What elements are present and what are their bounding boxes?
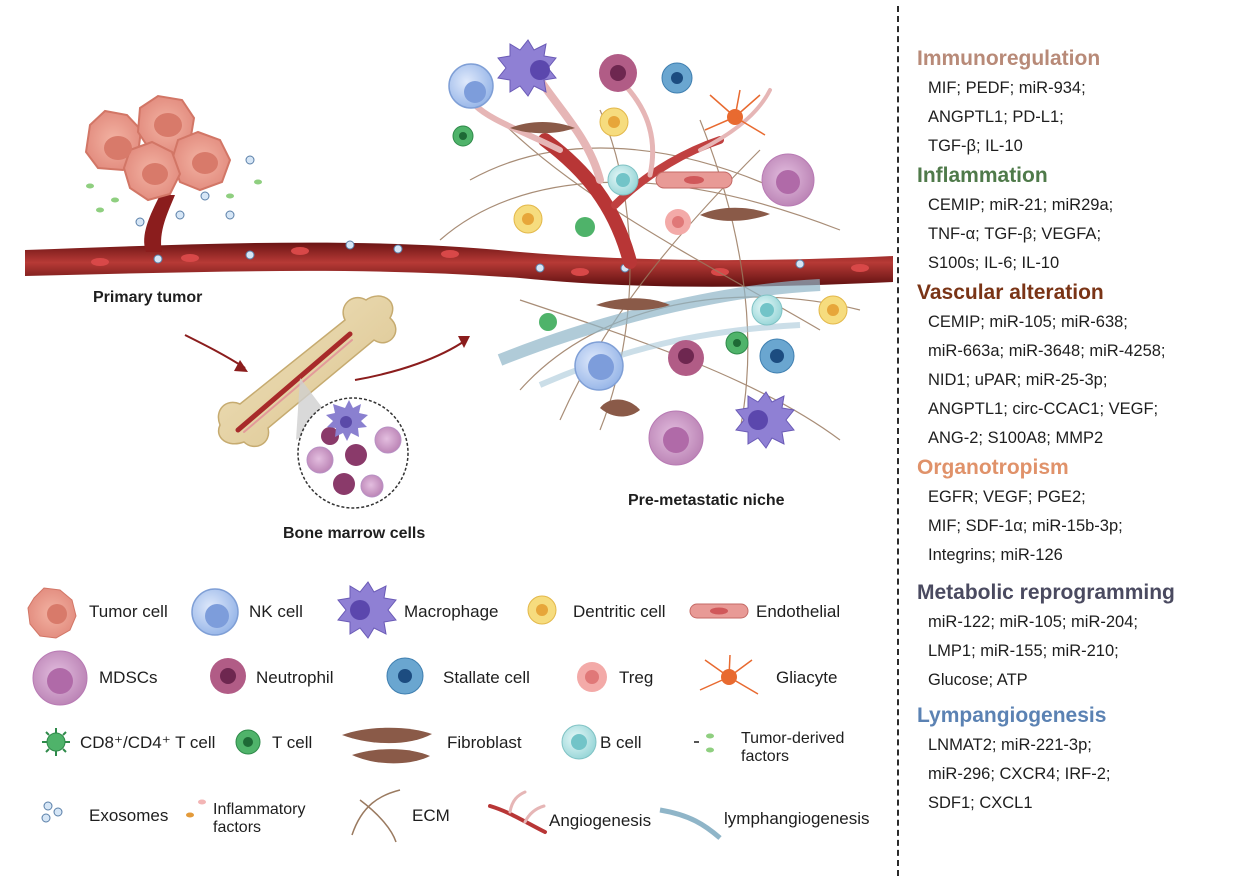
section-inflammation: Inflammation CEMIP; miR-21; miR29a; TNF-…	[917, 161, 1257, 278]
legend-icons	[27, 581, 759, 843]
legend-label-fibroblast: Fibroblast	[447, 733, 522, 752]
treg-icon	[577, 662, 607, 692]
section-line: MIF; PEDF; miR-934;	[928, 79, 1086, 97]
section-line: EGFR; VEGF; PGE2;	[928, 488, 1086, 506]
bone	[217, 295, 409, 509]
cd8-cd4-t-cell-icon	[42, 728, 70, 756]
section-title: Inflammation	[917, 164, 1048, 187]
b-cell-icon	[561, 724, 597, 760]
fibroblast-icon	[342, 727, 432, 764]
section-line: miR-663a; miR-3648; miR-4258;	[928, 342, 1166, 360]
pre-metastatic-niche-label: Pre-metastatic niche	[628, 492, 785, 509]
section-line: CEMIP; miR-105; miR-638;	[928, 313, 1128, 331]
dendritic-cell-icon	[527, 595, 557, 625]
angiogenesis-icon	[488, 790, 547, 834]
section-line: SDF1; CXCL1	[928, 794, 1033, 812]
legend-label-neutrophil: Neutrophil	[256, 668, 334, 687]
legend-label-b-cell: B cell	[600, 733, 642, 752]
section-line: NID1; uPAR; miR-25-3p;	[928, 371, 1108, 389]
legend-label-lymphangiogenesis: lymphangiogenesis	[724, 809, 870, 828]
section-lympangiogenesis: Lympangiogenesis LNMAT2; miR-221-3p; miR…	[917, 701, 1257, 818]
section-title: Lympangiogenesis	[917, 704, 1107, 727]
section-title: Vascular alteration	[917, 281, 1104, 304]
section-title: Immunoregulation	[917, 47, 1101, 70]
lymphangiogenesis-icon	[659, 807, 722, 840]
legend-label-angiogenesis: Angiogenesis	[549, 811, 652, 830]
section-title: Organotropism	[917, 456, 1069, 479]
legend-label-endothelial: Endothelial	[756, 602, 841, 621]
tumor-derived-factors-icon	[694, 733, 714, 753]
section-vascular-alteration: Vascular alteration CEMIP; miR-105; miR-…	[917, 278, 1257, 453]
section-organotropism: Organotropism EGFR; VEGF; PGE2; MIF; SDF…	[917, 453, 1257, 570]
lymphatic-vessel	[497, 279, 821, 388]
section-line: miR-296; CXCR4; IRF-2;	[928, 765, 1111, 783]
section-line: LMP1; miR-155; miR-210;	[928, 642, 1119, 660]
legend-label-exosomes: Exosomes	[89, 806, 169, 825]
legend-label-treg: Treg	[619, 668, 654, 687]
section-line: Integrins; miR-126	[928, 546, 1063, 564]
section-line: ANG-2; S100A8; MMP2	[928, 429, 1104, 447]
niche-cells	[448, 39, 848, 466]
legend-label-t-cell: T cell	[272, 733, 313, 752]
primary-tumor-label: Primary tumor	[93, 289, 203, 306]
legend-label-tumor-derived-factors: Tumor-derived factors	[741, 730, 845, 765]
legend-label-ecm: ECM	[412, 806, 450, 825]
ecm-icon	[351, 789, 401, 843]
section-line: TGF-β; IL-10	[928, 137, 1023, 155]
section-line: MIF; SDF-1α; miR-15b-3p;	[928, 517, 1123, 535]
section-line: LNMAT2; miR-221-3p;	[928, 736, 1092, 754]
macrophage-icon	[337, 581, 397, 639]
section-metabolic-reprogramming: Metabolic reprogramming miR-122; miR-105…	[917, 578, 1257, 695]
section-line: TNF-α; TGF-β; VEGFA;	[928, 225, 1102, 243]
nk-cell-icon	[191, 588, 239, 636]
section-immunoregulation: Immunoregulation MIF; PEDF; miR-934; ANG…	[917, 44, 1257, 161]
mdsc-icon	[32, 650, 88, 706]
legend-label-inflammatory-factors: Inflammatory factors	[213, 801, 306, 836]
section-line: Glucose; ATP	[928, 671, 1028, 689]
legend-label-dendritic-cell: Dentritic cell	[573, 602, 666, 621]
neutrophil-icon	[210, 658, 246, 694]
section-line: ANGPTL1; PD-L1;	[928, 108, 1064, 126]
panel-divider	[897, 6, 899, 876]
factor-panel: Immunoregulation MIF; PEDF; miR-934; ANG…	[917, 44, 1257, 818]
legend-label-stellate-cell: Stallate cell	[443, 668, 530, 687]
endothelial-icon	[689, 603, 749, 619]
pre-metastatic-niche-diagram	[25, 39, 893, 843]
gliacyte-icon	[699, 654, 759, 695]
section-line: CEMIP; miR-21; miR29a;	[928, 196, 1114, 214]
t-cell-icon	[235, 729, 261, 755]
blood-vessel	[25, 240, 893, 287]
primary-tumor	[84, 94, 262, 252]
section-title: Metabolic reprogramming	[917, 581, 1175, 604]
section-line: S100s; IL-6; IL-10	[928, 254, 1060, 272]
legend-label-macrophage: Macrophage	[404, 602, 499, 621]
section-line: ANGPTL1; circ-CCAC1; VEGF;	[928, 400, 1159, 418]
exosomes-icon	[41, 801, 63, 823]
legend-label-gliacyte: Gliacyte	[776, 668, 838, 687]
legend-label-tumor-cell: Tumor cell	[89, 602, 168, 621]
bone-marrow-label: Bone marrow cells	[283, 525, 426, 542]
legend-label-cd8-cd4-t-cell: CD8⁺/CD4⁺ T cell	[80, 733, 216, 752]
stellate-cell-icon	[386, 657, 424, 695]
legend-label-nk-cell: NK cell	[249, 602, 303, 621]
legend-label-mdscs: MDSCs	[99, 668, 158, 687]
section-line: miR-122; miR-105; miR-204;	[928, 613, 1138, 631]
inflammatory-factors-icon	[186, 799, 206, 818]
